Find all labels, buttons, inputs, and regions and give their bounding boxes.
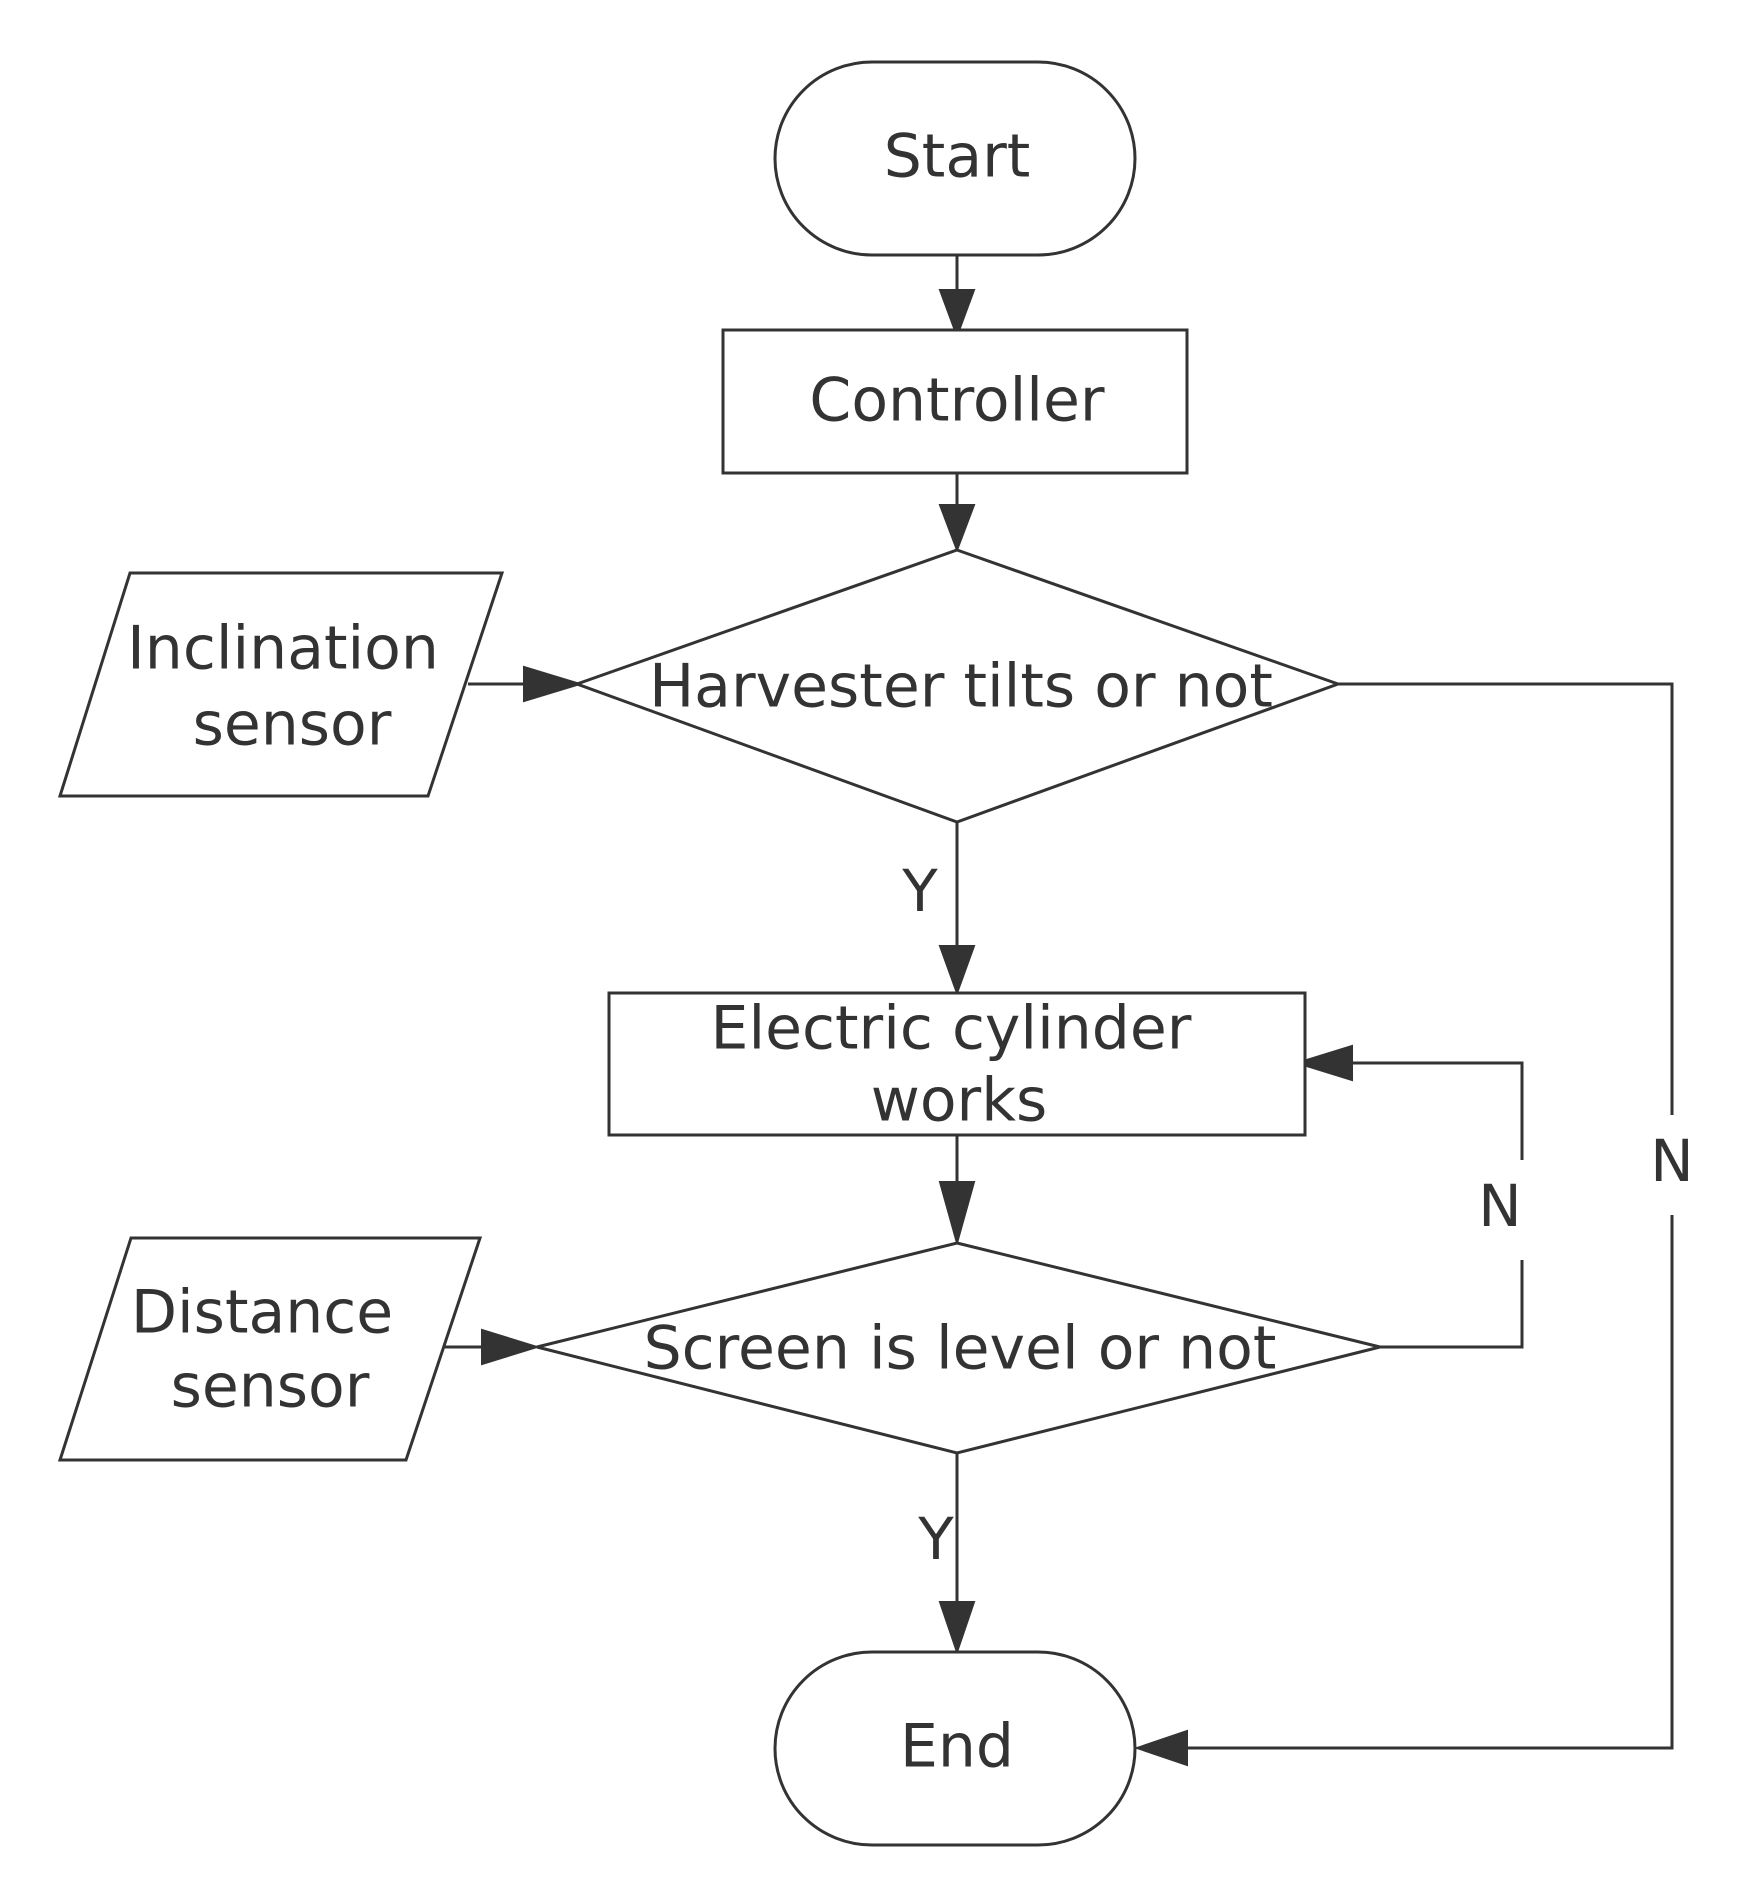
node-distance-sensor-line1: Distance — [131, 1278, 393, 1348]
node-controller[interactable]: Controller — [721, 328, 1189, 475]
edge-tilt-no — [1180, 682, 1674, 1750]
node-distance-sensor-line2: sensor — [171, 1352, 370, 1422]
arrowhead-end — [938, 1601, 976, 1656]
arrowhead-controller — [938, 289, 976, 339]
edge-label-tilt-yes: Y — [901, 857, 938, 925]
node-inclination-sensor-line2: sensor — [193, 690, 392, 760]
edge-label-tilt-no-bg — [1644, 1115, 1700, 1215]
node-cylinder[interactable]: Electric cylinder works — [607, 991, 1307, 1137]
node-tilt-decision[interactable]: Harvester tilts or not — [572, 548, 1343, 824]
node-distance-sensor[interactable]: Distance sensor — [57, 1236, 483, 1462]
arrowhead-distance — [481, 1328, 541, 1366]
node-cylinder-line2: works — [871, 1066, 1047, 1136]
node-level-decision[interactable]: Screen is level or not — [536, 1241, 1381, 1455]
edge-label-tilt-no: N — [1650, 1127, 1693, 1195]
edge-labels: Y N N Y — [901, 857, 1700, 1573]
node-level-decision-label: Screen is level or not — [644, 1314, 1277, 1384]
arrowhead-inclination — [523, 665, 584, 703]
arrowhead-end-side — [1133, 1729, 1188, 1767]
node-cylinder-line1: Electric cylinder — [711, 994, 1192, 1064]
arrowhead-cylinder-loop — [1293, 1044, 1353, 1082]
node-end[interactable]: End — [773, 1650, 1137, 1847]
arrowhead-level-decision — [938, 1181, 976, 1247]
connectors — [444, 255, 1674, 1767]
edge-label-level-yes: Y — [917, 1505, 954, 1573]
node-start-label: Start — [884, 122, 1031, 192]
edge-label-level-no: N — [1478, 1172, 1521, 1240]
edge-label-level-no-bg — [1494, 1160, 1550, 1260]
arrowhead-tilt-decision — [938, 504, 976, 553]
node-start[interactable]: Start — [773, 60, 1137, 257]
node-end-label: End — [900, 1712, 1014, 1782]
arrowhead-cylinder — [938, 945, 976, 996]
node-controller-label: Controller — [809, 366, 1104, 436]
node-inclination-sensor-line1: Inclination — [127, 614, 439, 684]
node-tilt-decision-label: Harvester tilts or not — [649, 652, 1273, 722]
node-inclination-sensor[interactable]: Inclination sensor — [57, 571, 505, 798]
